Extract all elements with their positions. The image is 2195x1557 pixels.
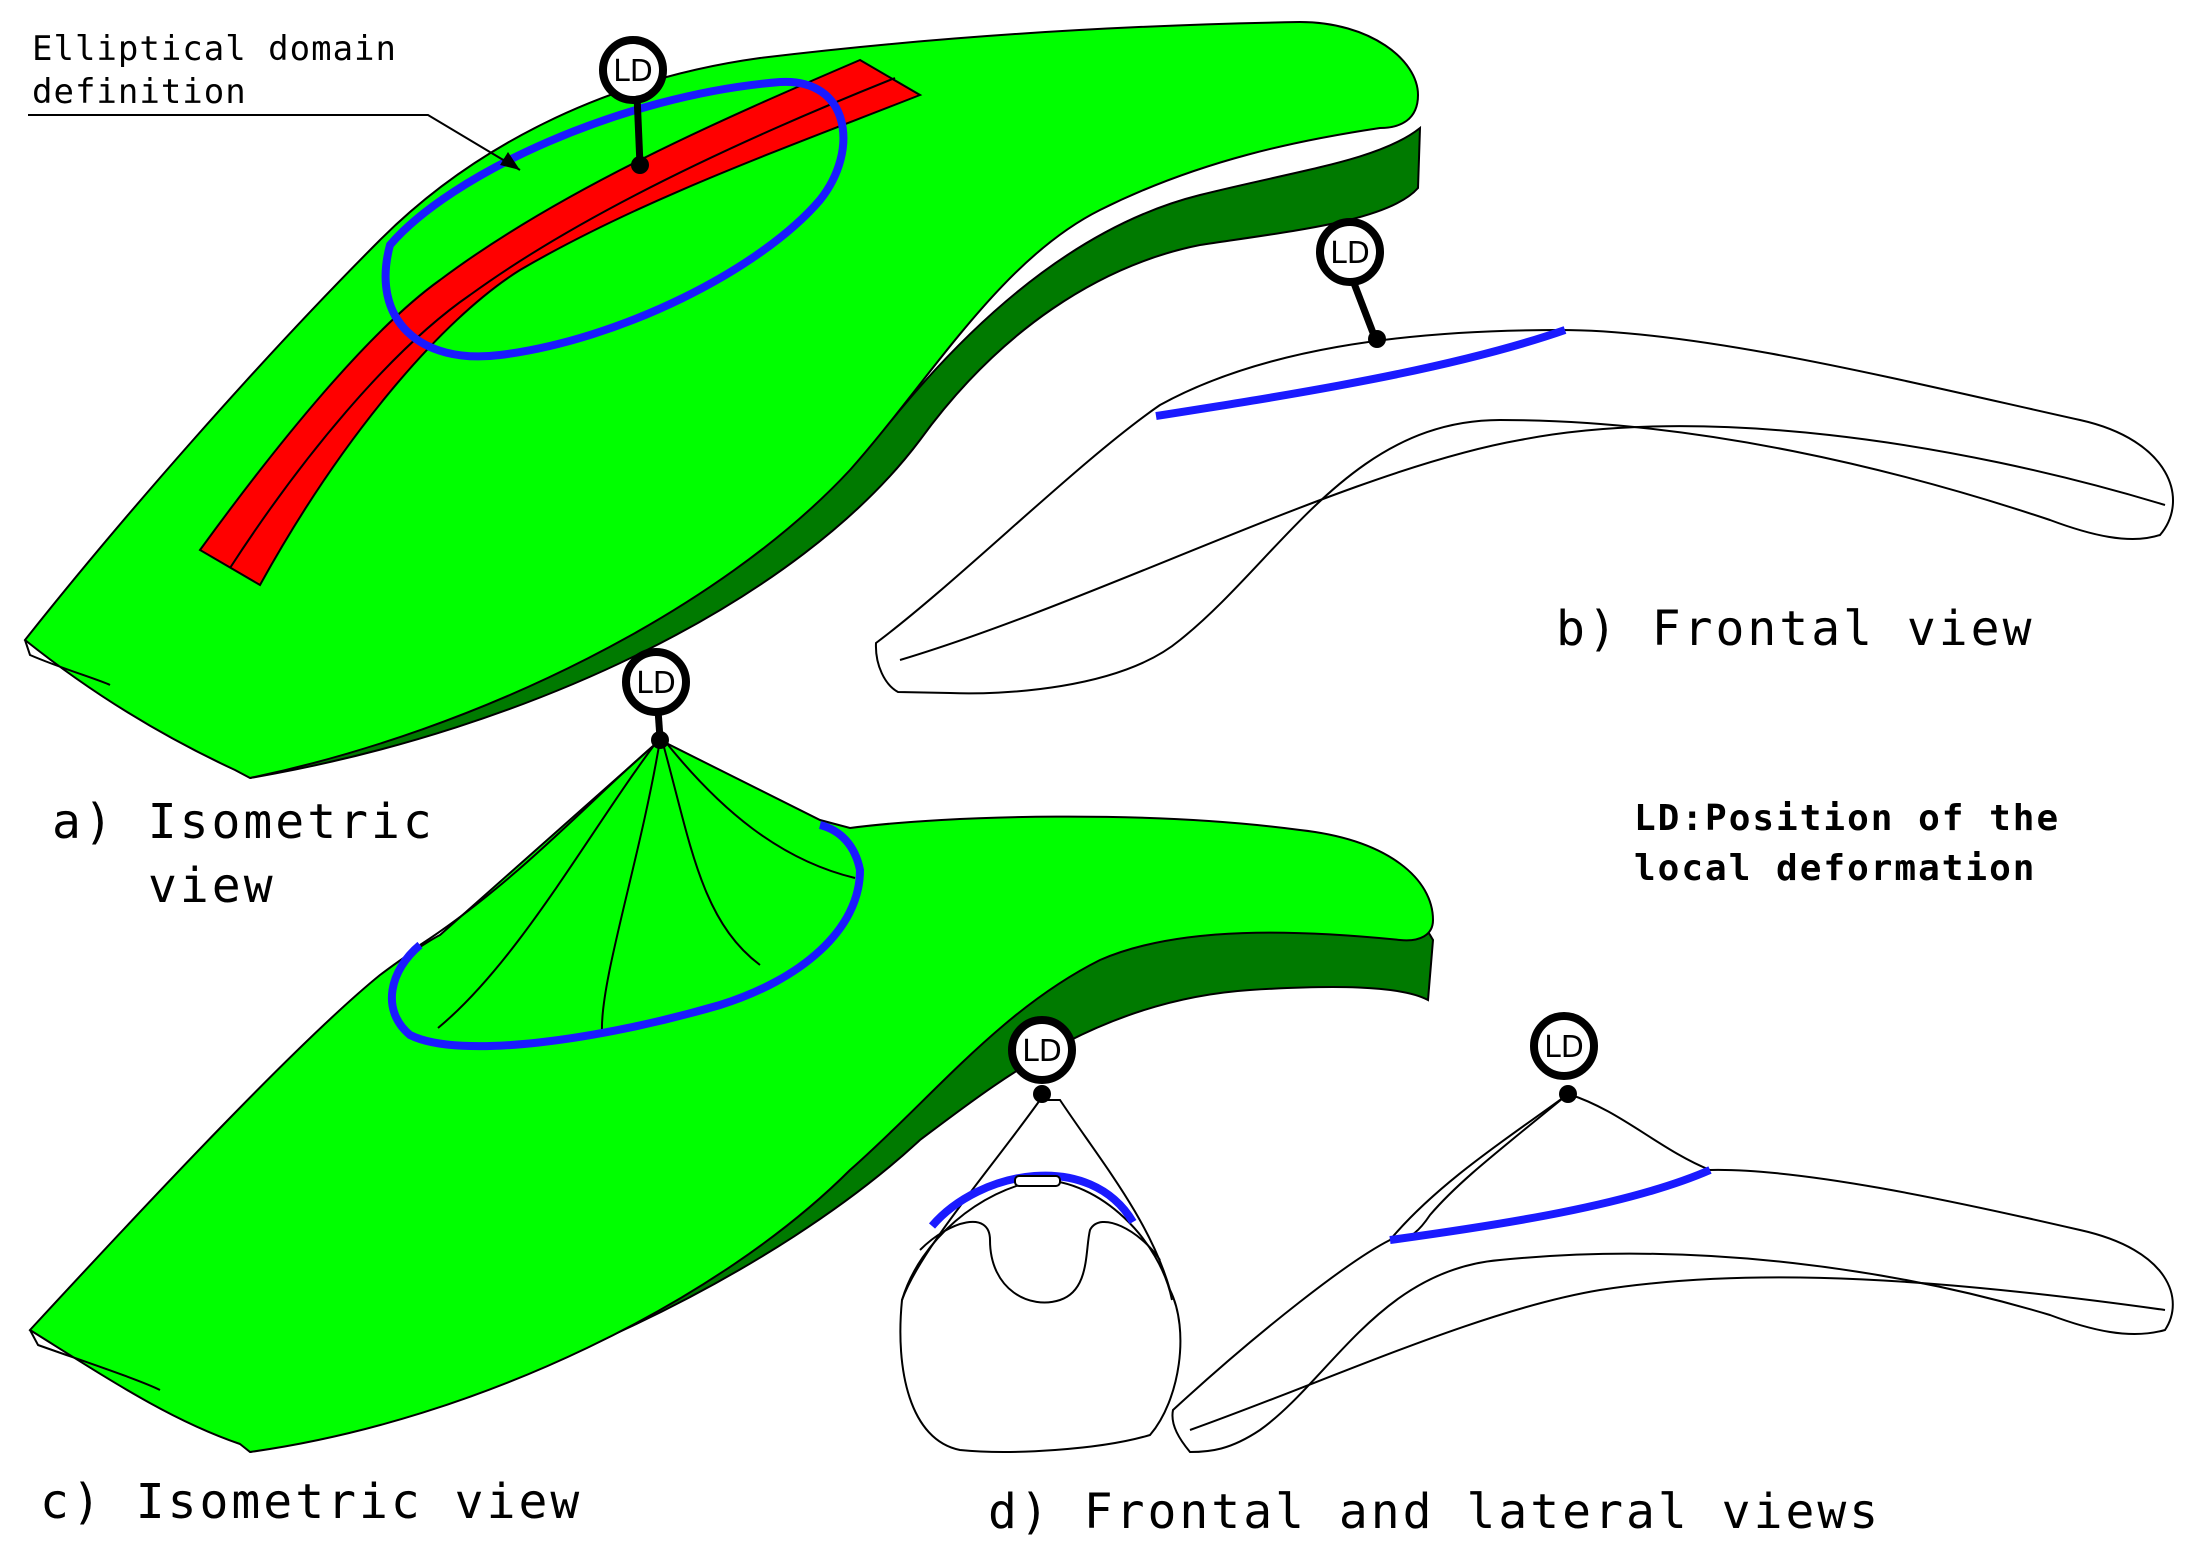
panel-c-tip <box>29 1329 161 1391</box>
panel-d-lateral-inner <box>1189 1276 2166 1431</box>
panel-c-bump-edge <box>419 739 661 946</box>
panel-d-lateral-outline <box>1171 1092 2174 1454</box>
legend-line-1: LD:Position of the <box>1634 798 2060 839</box>
panel-a-tip <box>24 639 111 686</box>
panel-d-lateral-ld-marker <box>1530 1012 1598 1080</box>
annotation-line-1: Elliptical domain <box>32 29 397 69</box>
panel-b-ld-stem <box>1348 276 1379 340</box>
panel-d-front-inner <box>919 1220 1161 1304</box>
panel-a-top-face <box>23 20 1420 780</box>
panel-d-front-ld-point <box>1033 1085 1051 1103</box>
panel-d-front-outline <box>899 1099 1182 1453</box>
panel-b-ld-marker <box>1316 218 1384 286</box>
panel-b-ld-label: LD <box>1330 236 1370 271</box>
panel-d-front-view: LD <box>899 1016 1182 1453</box>
caption-c: c) Isometric view <box>40 1474 582 1530</box>
caption-a-line-2: view <box>148 858 276 914</box>
panel-c-elliptical-domain <box>388 821 865 1051</box>
annotation-line-2: definition <box>32 72 247 112</box>
panel-c-isometric: LD <box>28 648 1435 1454</box>
annotation-leader <box>28 114 521 171</box>
panel-a-ld-stem <box>633 94 644 166</box>
panel-c-ridge-3 <box>661 739 761 966</box>
panel-d-lateral-domain <box>1389 1166 1712 1244</box>
panel-a-isometric: LD Elliptical domain definition <box>23 20 1422 780</box>
panel-a-ld-point <box>631 156 649 174</box>
panel-c-ld-point <box>651 731 669 749</box>
panel-b-frontal: LD <box>874 218 2174 695</box>
panel-a-strip-centerline <box>229 77 896 569</box>
caption-b: b) Frontal view <box>1556 601 2034 657</box>
panel-d-front-ld-marker <box>1008 1016 1076 1084</box>
panel-d-lateral-ld-label: LD <box>1544 1030 1584 1065</box>
panel-b-inner-line <box>899 425 2166 661</box>
panel-c-ld-marker <box>622 648 690 716</box>
panel-a-elliptical-domain <box>381 77 848 361</box>
panel-c-ld-label: LD <box>636 666 676 701</box>
annotation-arrowhead <box>500 152 520 170</box>
panel-b-ld-point <box>1368 330 1386 348</box>
panel-c-ridge-2 <box>600 739 661 1033</box>
caption-a-line-1: a) Isometric <box>52 794 435 850</box>
panel-d-lateral-ld-point <box>1559 1085 1577 1103</box>
panel-a-ld-marker <box>599 36 667 104</box>
panel-d-lateral-view: LD <box>1171 1012 2174 1454</box>
panel-c-ridge-4 <box>663 739 856 879</box>
panel-b-domain-curve <box>1155 326 1567 420</box>
caption-d: d) Frontal and lateral views <box>988 1484 1881 1540</box>
panel-b-outline <box>874 328 2174 695</box>
panel-a-ld-label: LD <box>613 54 653 89</box>
panel-c-ridge-1 <box>437 739 659 1029</box>
panel-d-front-ld-label: LD <box>1022 1034 1062 1069</box>
legend-line-2: local deformation <box>1634 848 2036 889</box>
panel-d-front-notch <box>1014 1175 1061 1187</box>
